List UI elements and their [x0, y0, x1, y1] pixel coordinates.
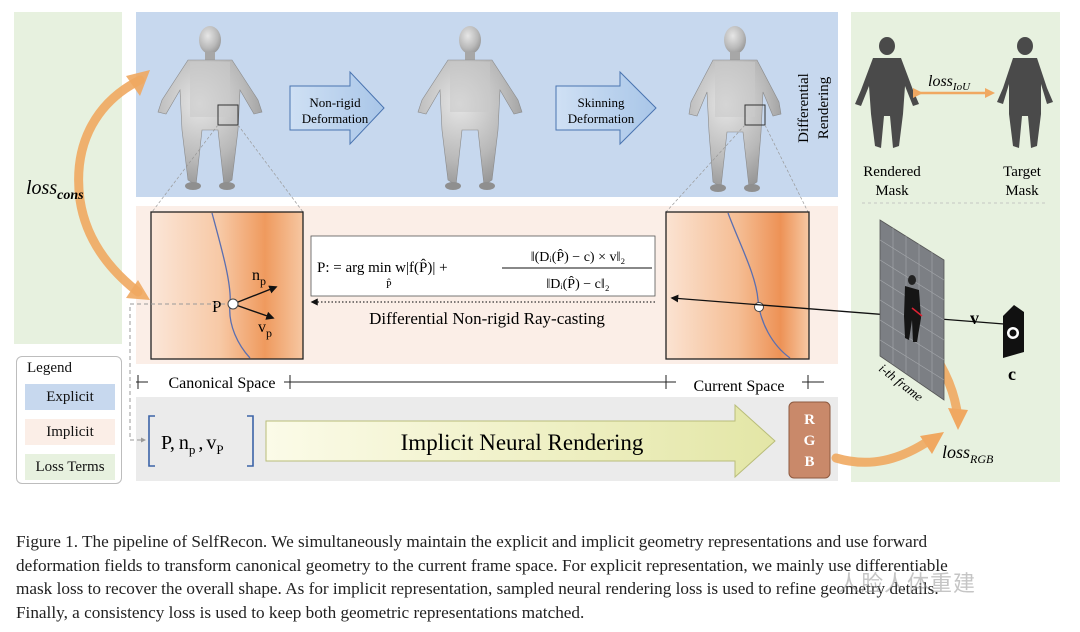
target-mask-line2: Mask: [1005, 183, 1039, 199]
caption-line-3: mask loss to recover the overall shape. …: [16, 579, 939, 598]
pipeline-diagram: Non-rigid Deformation Skinning Deformati…: [14, 12, 1060, 482]
rendered-mask-line2: Mask: [875, 183, 909, 199]
nonrigid-line1: Non-rigid: [309, 95, 361, 110]
camera-c-label: c: [1008, 364, 1016, 384]
body-deformed: [417, 26, 523, 190]
legend: Legend Explicit Implicit Loss Terms: [16, 356, 122, 484]
nonrigid-line2: Deformation: [302, 111, 369, 126]
target-mask: [997, 37, 1053, 148]
rgb-r: R: [804, 412, 815, 428]
rendered-mask-line1: Rendered: [863, 164, 921, 180]
caption-line-1: Figure 1. The pipeline of SelfRecon. We …: [16, 532, 928, 551]
canonical-zoom-box: P np vp: [150, 211, 304, 360]
diff-render-line1: Differential: [796, 73, 812, 143]
view-label: vp: [258, 319, 272, 340]
current-space-label: Current Space: [693, 378, 784, 395]
caption-line-2: deformation fields to transform canonica…: [16, 555, 948, 575]
skinning-deformation-arrow: Skinning Deformation: [555, 70, 657, 146]
skinning-line2: Deformation: [568, 111, 635, 126]
current-zoom-box: [665, 211, 810, 360]
space-axis: Canonical Space Current Space: [136, 372, 824, 395]
normal-label: np: [252, 267, 266, 288]
formula-under: P̂: [386, 278, 392, 291]
loss-cons-panel: [14, 12, 122, 344]
canonical-space-label: Canonical Space: [168, 375, 275, 392]
inr-label: Implicit Neural Rendering: [401, 430, 644, 455]
legend-item-loss-terms: Loss Terms: [25, 454, 115, 480]
camera-icon: v c: [970, 305, 1024, 384]
loss-cons-label: losscons: [26, 177, 84, 203]
input-vector: P,np,vP: [148, 415, 254, 467]
point-label: P: [212, 297, 221, 316]
rgb-box: R G B: [788, 401, 831, 479]
differential-rendering-label: Differential Rendering: [796, 73, 832, 143]
rgb-b: B: [804, 454, 814, 470]
watermark: 人脸人体重建: [838, 572, 977, 597]
caption-line-4: Finally, a consistency loss is used to k…: [16, 602, 585, 622]
figure-caption: Figure 1. The pipeline of SelfRecon. We …: [16, 530, 1068, 624]
rgb-to-loss-arc: [831, 435, 935, 467]
body-current: [688, 26, 782, 192]
loss-rgb-label: lossRGB: [942, 442, 994, 466]
loss-iou-label: lossIoU: [928, 73, 971, 93]
inr-arrow: Implicit Neural Rendering: [265, 403, 776, 479]
body-canonical: [157, 26, 263, 190]
ray-casting-formula: P: = arg min w|f(P̂)| + P̂ ‖(Dᵢ(P̂) − c)…: [310, 235, 656, 297]
diff-render-line2: Rendering: [816, 76, 832, 139]
raycasting-label: Differential Non-rigid Ray-casting: [369, 309, 605, 328]
legend-item-implicit: Implicit: [25, 419, 115, 445]
rgb-g: G: [804, 433, 816, 449]
input-vector-label: P,np,vP: [161, 432, 224, 457]
target-mask-line1: Target: [1003, 164, 1042, 180]
nonrigid-deformation-arrow: Non-rigid Deformation: [289, 70, 385, 146]
skinning-line1: Skinning: [578, 95, 625, 110]
legend-item-explicit: Explicit: [25, 384, 115, 410]
formula-denominator: ‖Dᵢ(P̂) − c‖₂: [546, 275, 609, 292]
rendered-mask: [855, 37, 919, 148]
consistency-arc: [74, 75, 145, 297]
formula-numerator: ‖(Dᵢ(P̂) − c) × v‖₂: [531, 248, 626, 265]
legend-title: Legend: [27, 360, 72, 376]
formula-lhs: P: = arg min w|f(P̂)| +: [317, 259, 448, 276]
camera-v-label: v: [970, 308, 979, 328]
